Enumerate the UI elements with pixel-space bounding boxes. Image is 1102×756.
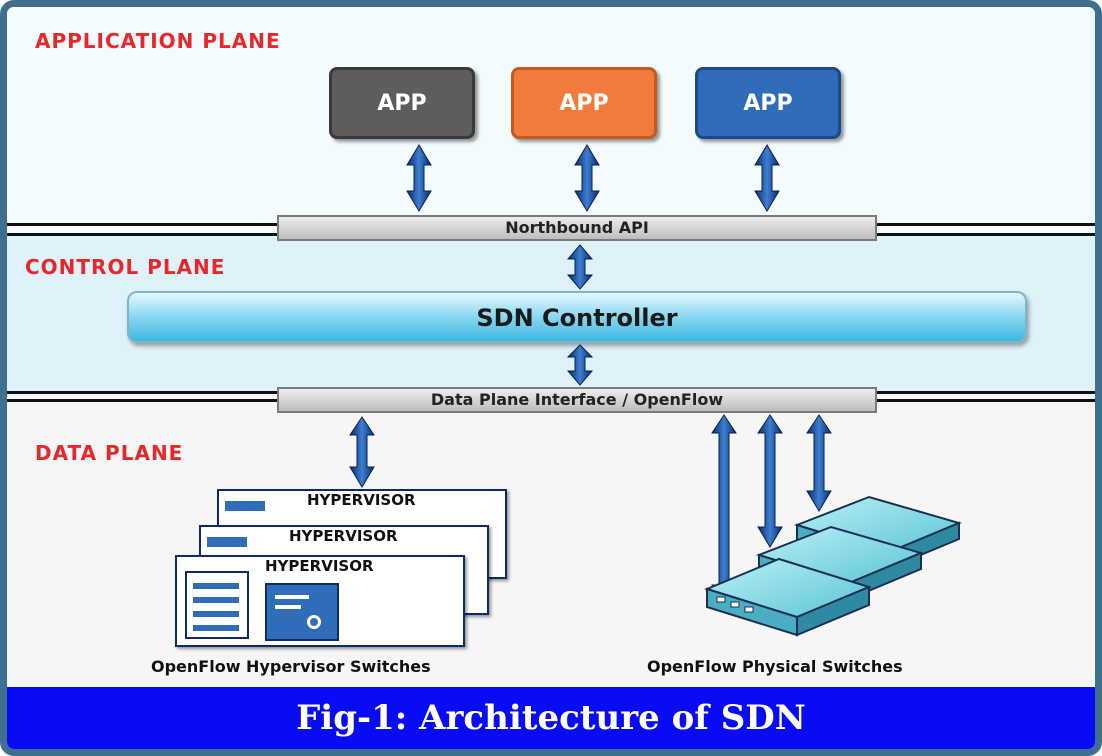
sdn-controller: SDN Controller (127, 291, 1027, 343)
double-arrow (566, 244, 594, 290)
double-arrow (711, 414, 737, 606)
virtual-switch-icon (265, 583, 339, 641)
physical-switches-caption: OpenFlow Physical Switches (647, 657, 903, 676)
double-arrow (574, 144, 600, 212)
hypervisor-card: HYPERVISOR (175, 555, 465, 647)
hypervisor-label: HYPERVISOR (289, 527, 398, 545)
northbound-api-bar: Northbound API (277, 215, 877, 241)
connection-layer (349, 144, 963, 637)
double-arrow (806, 414, 832, 512)
double-arrow (757, 414, 783, 548)
hypervisor-label: HYPERVISOR (265, 557, 374, 575)
hypervisor-label: HYPERVISOR (307, 491, 416, 509)
southbound-api-bar: Data Plane Interface / OpenFlow (277, 387, 877, 413)
app-box: APP (511, 67, 657, 139)
hypervisor-switches-caption: OpenFlow Hypervisor Switches (151, 657, 431, 676)
application-plane-label: APPLICATION PLANE (35, 29, 281, 53)
server-icon (185, 571, 249, 639)
app-box: APP (695, 67, 841, 139)
double-arrow (406, 144, 432, 212)
double-arrow (566, 344, 594, 386)
control-plane-label: CONTROL PLANE (25, 255, 226, 279)
app-box: APP (329, 67, 475, 139)
physical-switch (704, 557, 872, 637)
double-arrow (349, 416, 375, 488)
server-icon (225, 501, 265, 511)
double-arrow (754, 144, 780, 212)
server-icon (207, 537, 247, 547)
data-plane-label: DATA PLANE (35, 441, 184, 465)
figure-caption: Fig-1: Architecture of SDN (7, 687, 1095, 749)
